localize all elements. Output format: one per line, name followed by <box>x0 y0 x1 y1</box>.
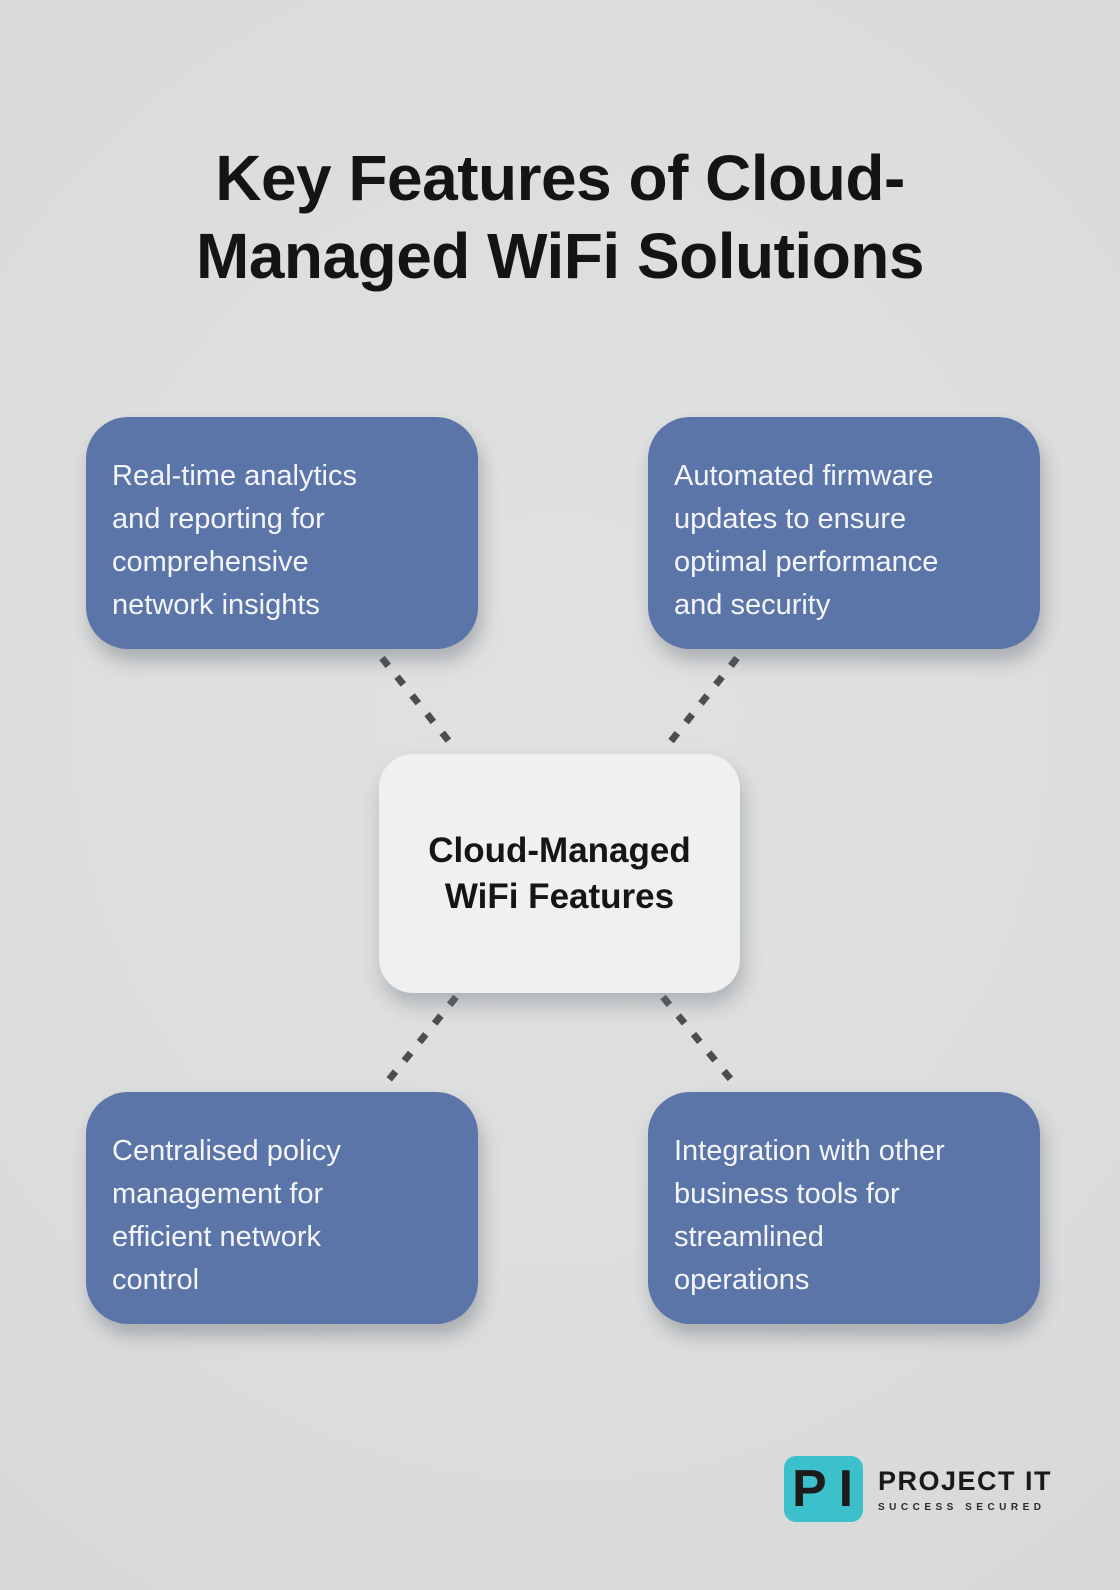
center-node-line-2: WiFi Features <box>444 876 675 916</box>
page-title-line-1: Key Features of Cloud- <box>215 141 905 214</box>
logo-tagline: SUCCESS SECURED <box>878 1501 1046 1513</box>
feature-text-bottom-right: Integration with other business tools fo… <box>674 1135 945 1296</box>
feature-box-top-right: Automated firmware updates to ensure opt… <box>648 417 1040 649</box>
connector-line-top-left <box>379 655 459 753</box>
connector-line-bottom-left <box>380 994 459 1090</box>
feature-box-top-left: Real-time analytics and reporting for co… <box>86 417 478 649</box>
logo-monogram: PI <box>791 1460 866 1518</box>
logo-name: PROJECT IT <box>878 1465 1053 1496</box>
page-title-line-2: Managed WiFi Solutions <box>196 219 924 292</box>
feature-text-top-left: Real-time analytics and reporting for co… <box>112 460 357 621</box>
connector-line-bottom-right <box>660 994 740 1090</box>
logo-mark-icon: PI <box>784 1456 863 1522</box>
center-node-line-1: Cloud-Managed <box>428 830 691 870</box>
connector-line-top-right <box>661 655 740 753</box>
page-title: Key Features of Cloud- Managed WiFi Solu… <box>0 139 1120 295</box>
center-node-label: Cloud-Managed WiFi Features <box>410 828 710 920</box>
center-node: Cloud-Managed WiFi Features <box>379 754 740 993</box>
feature-box-bottom-right: Integration with other business tools fo… <box>648 1092 1040 1324</box>
logo-lockup: PI PROJECT IT SUCCESS SECURED <box>784 1456 1052 1522</box>
feature-text-top-right: Automated firmware updates to ensure opt… <box>674 460 939 621</box>
logo-text-block: PROJECT IT SUCCESS SECURED <box>878 1466 1052 1513</box>
feature-text-bottom-left: Centralised policy management for effici… <box>112 1135 341 1296</box>
feature-box-bottom-left: Centralised policy management for effici… <box>86 1092 478 1324</box>
